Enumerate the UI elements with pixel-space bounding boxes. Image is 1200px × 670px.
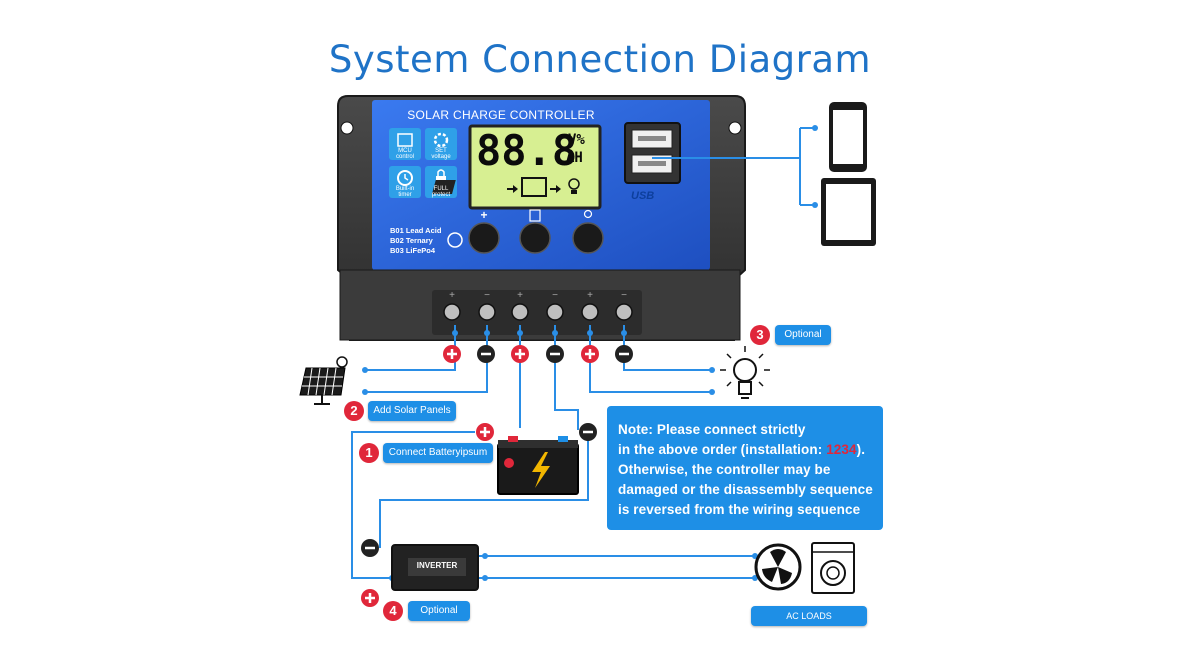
step-3-number: 3 [750, 325, 770, 345]
bulb-icon [583, 209, 593, 219]
svg-text:+: + [517, 290, 523, 301]
solar-panel-icon [432, 180, 456, 194]
lightning-icon [532, 452, 550, 488]
step-4-number: 4 [383, 601, 403, 621]
chip-icon [389, 128, 421, 160]
light-bulb-icon [720, 346, 770, 399]
bulb-icon [568, 178, 580, 190]
washing-machine-icon [811, 542, 855, 594]
negative-icon [546, 345, 564, 363]
lcd-digits: 88.8 [476, 126, 578, 175]
inverter-icon [391, 544, 479, 591]
cycle-icon [447, 232, 463, 248]
positive-icon [511, 345, 529, 363]
positive-icon [581, 345, 599, 363]
terminals: + − + − + − [443, 290, 633, 321]
svg-text:−: − [484, 290, 490, 301]
light-button[interactable] [572, 222, 604, 254]
plus-icon: + [480, 208, 487, 222]
order-highlight: 1234 [826, 442, 857, 457]
svg-text:−: − [621, 290, 627, 301]
solar-panel-icon [299, 356, 348, 405]
wire-nodes [362, 125, 818, 581]
sun-icon [336, 356, 348, 368]
positive-icon [443, 345, 461, 363]
step-1-number: 1 [359, 443, 379, 463]
lcd-flow-icons [432, 177, 580, 197]
controller-header: SOLAR CHARGE CONTROLLER [407, 108, 595, 122]
inverter-label: INVERTER [416, 561, 458, 570]
step-1-label: Connect Batteryipsum [383, 443, 493, 463]
positive-icon [361, 589, 379, 607]
usb-port [624, 122, 681, 184]
negative-icon [579, 423, 597, 441]
usb-label: USB [631, 190, 655, 202]
battery-types: B01 Lead Acid B02 Ternary B03 LiFePo4 [390, 226, 442, 255]
lcd-unit-top: V% [568, 132, 585, 148]
fan-icon [754, 543, 802, 591]
negative-icon [477, 345, 495, 363]
step-2-number: 2 [344, 401, 364, 421]
plus-button[interactable] [468, 222, 500, 254]
step-2-label: Add Solar Panels [368, 401, 456, 421]
diagram-title: System Connection Diagram [328, 38, 872, 81]
phone-icon [829, 102, 867, 172]
svg-text:−: − [552, 290, 558, 301]
svg-text:+: + [587, 290, 593, 301]
note-box: Note: Please connect strictly in the abo… [607, 406, 883, 530]
battery-button[interactable] [519, 222, 551, 254]
battery-icon [529, 209, 541, 222]
negative-icon [615, 345, 633, 363]
arrow-right-icon [550, 185, 561, 193]
tablet-icon [821, 178, 876, 246]
ac-loads-label: AC LOADS [751, 606, 867, 626]
lcd-unit-bottom: AH [566, 150, 583, 166]
step-4-label: Optional [408, 601, 470, 621]
svg-text:+: + [449, 290, 455, 301]
lcd-display [468, 124, 602, 210]
wires [351, 127, 815, 579]
negative-icon [361, 539, 379, 557]
control-buttons: + [447, 208, 604, 254]
arrow-right-icon [507, 185, 518, 193]
step-3-label: Optional [775, 325, 831, 345]
clock-icon [389, 166, 421, 198]
polarity-markers [361, 345, 633, 607]
gear-icon [425, 128, 457, 160]
battery-icon [497, 436, 579, 495]
battery-icon [521, 177, 547, 197]
positive-icon [476, 423, 494, 441]
